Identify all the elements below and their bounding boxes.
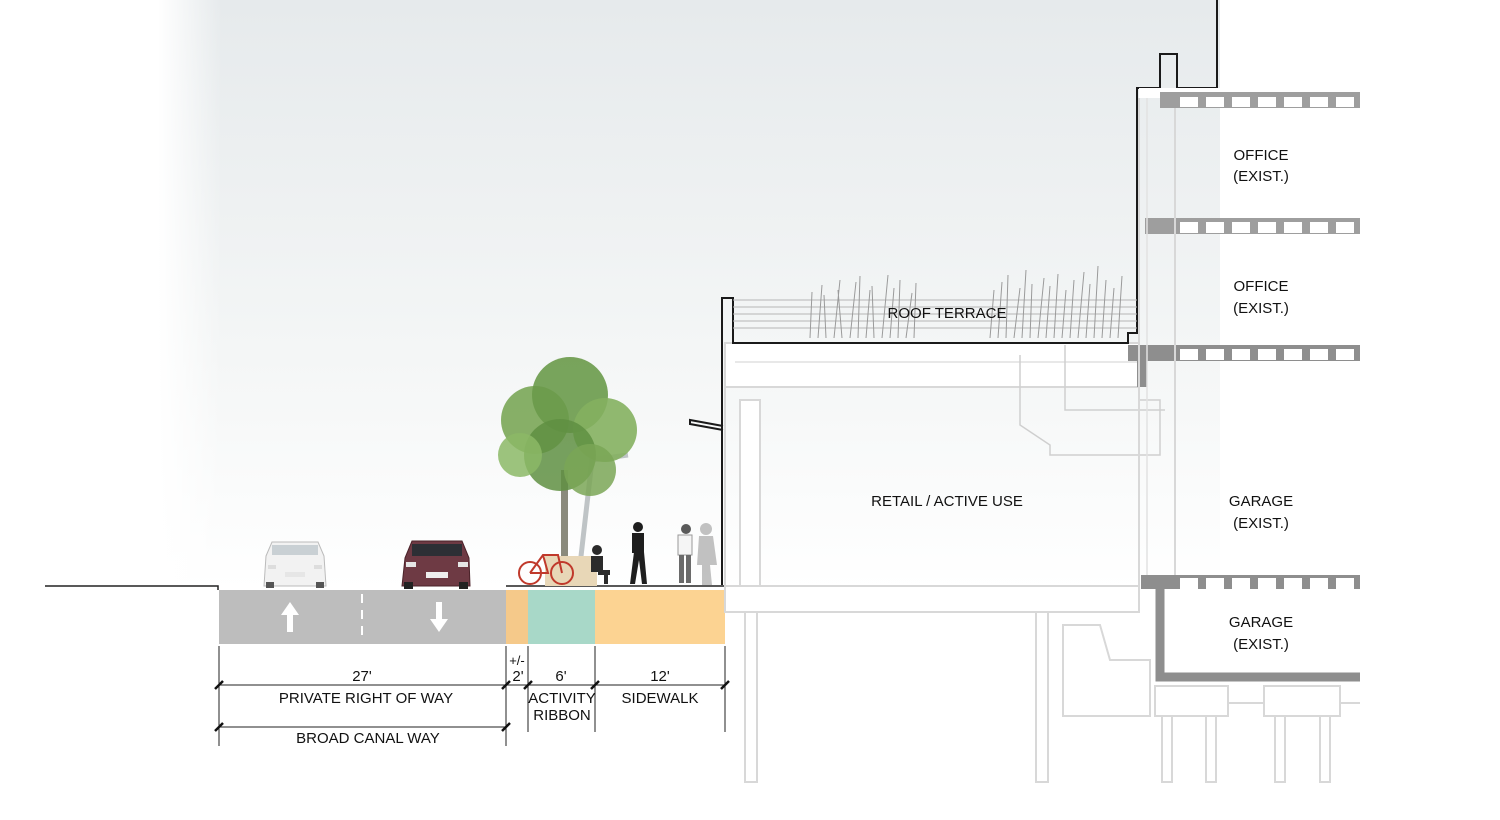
dim-private-row-width: 27': [352, 668, 372, 685]
street-tree: [498, 357, 637, 586]
office-upper-label: OFFICE: [1234, 147, 1289, 164]
dimension-ticks: [214, 680, 730, 732]
garage-upper-exist: (EXIST.): [1233, 515, 1289, 532]
dim-activity-width: 6': [555, 668, 566, 685]
down-arrow-icon: [430, 602, 448, 632]
sidewalk-zone: [595, 590, 725, 644]
dim-buffer-width: 2': [512, 668, 523, 685]
bicycle: [518, 554, 574, 585]
person-sitting: [591, 545, 610, 584]
buffer-zone: [506, 590, 528, 644]
building-section: [689, 0, 1360, 783]
roof-planting: [809, 265, 1123, 339]
car-red: [401, 540, 471, 589]
person-running: [630, 522, 647, 584]
roof-terrace-label: ROOF TERRACE: [888, 305, 1007, 322]
garage-upper-label: GARAGE: [1229, 493, 1293, 510]
dim-private-row-label: PRIVATE RIGHT OF WAY: [279, 690, 453, 707]
person-silhouette: [697, 523, 717, 585]
office-upper-exist: (EXIST.): [1233, 168, 1289, 185]
ground-line: [45, 585, 219, 590]
dim-street-name: BROAD CANAL WAY: [296, 730, 440, 747]
garage-lower-label: GARAGE: [1229, 614, 1293, 631]
office-lower-label: OFFICE: [1234, 278, 1289, 295]
dim-buffer-pm: +/-: [509, 653, 525, 668]
office-lower-exist: (EXIST.): [1233, 300, 1289, 317]
dim-activity-label-1: ACTIVITY: [528, 690, 596, 707]
dim-activity-label-2: RIBBON: [533, 707, 591, 724]
up-arrow-icon: [281, 602, 299, 632]
car-white: [263, 541, 327, 588]
retail-label: RETAIL / ACTIVE USE: [871, 493, 1023, 510]
dimension-lines: [218, 646, 726, 746]
garage-lower-exist: (EXIST.): [1233, 636, 1289, 653]
dim-sidewalk-width: 12': [650, 668, 670, 685]
dim-sidewalk-label: SIDEWALK: [622, 690, 699, 707]
activity-ribbon-zone: [528, 590, 595, 644]
person-walking: [677, 524, 693, 583]
